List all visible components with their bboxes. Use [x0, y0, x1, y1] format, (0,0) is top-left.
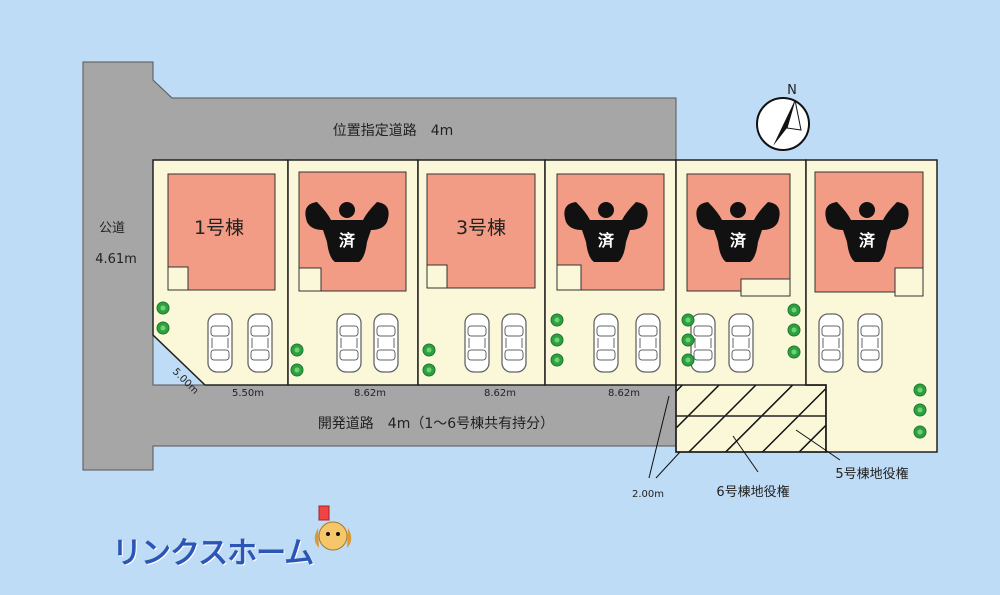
compass-icon — [756, 97, 810, 151]
dim-passage: 2.00m — [632, 489, 664, 500]
easement-area — [675, 384, 827, 453]
lot-1-label: 1号棟 — [194, 217, 244, 239]
dim-lot2: 8.62m — [354, 388, 386, 399]
dim-lot3: 8.62m — [484, 388, 516, 399]
public-road-width: 4.61m — [95, 252, 137, 267]
sold-icon-lot-6: 済 — [825, 202, 909, 262]
dim-lot4: 8.62m — [608, 388, 640, 399]
sold-icon-lot-4: 済 — [564, 202, 648, 262]
public-road-label: 公道 — [99, 221, 125, 236]
sold-marks: 済 済 済 済 — [305, 202, 909, 262]
passage-dimension — [648, 395, 681, 479]
company-logo: リンクスホーム — [112, 536, 314, 571]
lot-3-label: 3号棟 — [456, 217, 506, 239]
compass-north-label: N — [787, 83, 797, 98]
buildings — [167, 171, 924, 297]
easement-lot6-label: 6号棟地役権 — [716, 484, 789, 500]
mascot-icon — [314, 505, 352, 551]
sold-icon-lot-5: 済 — [696, 202, 780, 262]
svg-text:済: 済 — [730, 231, 747, 250]
svg-text:済: 済 — [859, 231, 876, 250]
easement-lot5-label: 5号棟地役権 — [835, 466, 908, 482]
development-road-label: 開発道路 4m（1〜6号棟共有持分） — [318, 416, 554, 432]
designated-road-label: 位置指定道路 4m — [333, 123, 454, 139]
svg-text:済: 済 — [598, 231, 615, 250]
svg-text:済: 済 — [339, 231, 356, 250]
dim-lot1: 5.50m — [232, 388, 264, 399]
sold-icon-lot-2: 済 — [305, 202, 389, 262]
